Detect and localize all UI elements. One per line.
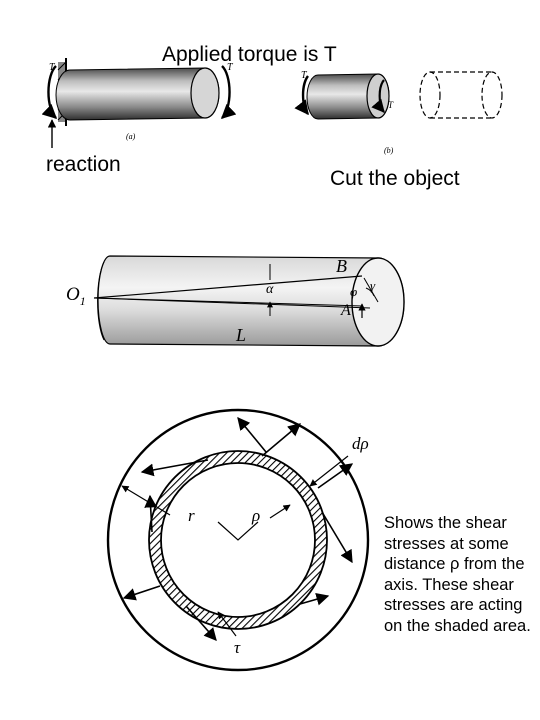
fig-a-torque-arrow-right <box>220 65 237 119</box>
applied-torque-label: Applied torque is T <box>162 43 337 66</box>
fig-a-torque-arrow-left <box>41 65 58 119</box>
tau-arrow <box>217 611 237 637</box>
shaft-phi-label: φ <box>350 284 358 299</box>
shear-stress-caption: Shows the shear stresses at some distanc… <box>384 514 531 635</box>
reaction-label: reaction <box>46 153 121 176</box>
fig-a-cylinder <box>55 67 220 121</box>
fig-a-sublabel: (a) <box>126 132 136 141</box>
cut-object-label: Cut the object <box>330 167 460 190</box>
fig-a-torque-right-label: T <box>227 62 233 73</box>
phi-angle-arc <box>365 287 375 297</box>
ring-d-rho-label: dρ <box>352 434 369 453</box>
ring-r-label: r <box>188 506 195 525</box>
fig-b-cylinder <box>306 73 390 120</box>
fig-b-torque-inner-label: T <box>388 100 394 110</box>
shaft-point-a-label: A <box>341 302 351 319</box>
annulus-outer-edge <box>148 450 328 630</box>
shaft-body <box>97 255 405 347</box>
shaft-radius-line <box>363 277 379 303</box>
shaft-origin-label: O1 <box>66 284 86 308</box>
shaft-length-label: L <box>236 325 247 345</box>
fig-b-sublabel: (b) <box>384 146 394 155</box>
fig-b-torque-arrow-inner <box>371 79 385 114</box>
hatched-annulus <box>149 451 327 629</box>
ring-rho-label: ρ <box>252 506 261 525</box>
d-rho-arrow-inner <box>269 504 291 519</box>
shaft-point-b-label: B <box>336 256 347 276</box>
fig-b-torque-arrow-left <box>294 75 309 116</box>
fig-a-torque-left-label: T <box>49 62 55 73</box>
fig-b-removed-part <box>419 71 503 119</box>
fig-b-torque-left-label: T <box>301 70 307 81</box>
radius-lines <box>217 521 259 541</box>
ring-tau-label: τ <box>234 638 241 657</box>
shaft-line-o1-b <box>93 275 363 299</box>
shaft-alpha-label: α <box>266 282 274 297</box>
outer-circle <box>106 408 370 672</box>
shaft-gamma-label: γ <box>370 278 376 293</box>
shaft-line-o1-a <box>93 297 363 307</box>
d-rho-arrow <box>309 455 349 487</box>
shear-stress-arrows <box>122 417 354 641</box>
